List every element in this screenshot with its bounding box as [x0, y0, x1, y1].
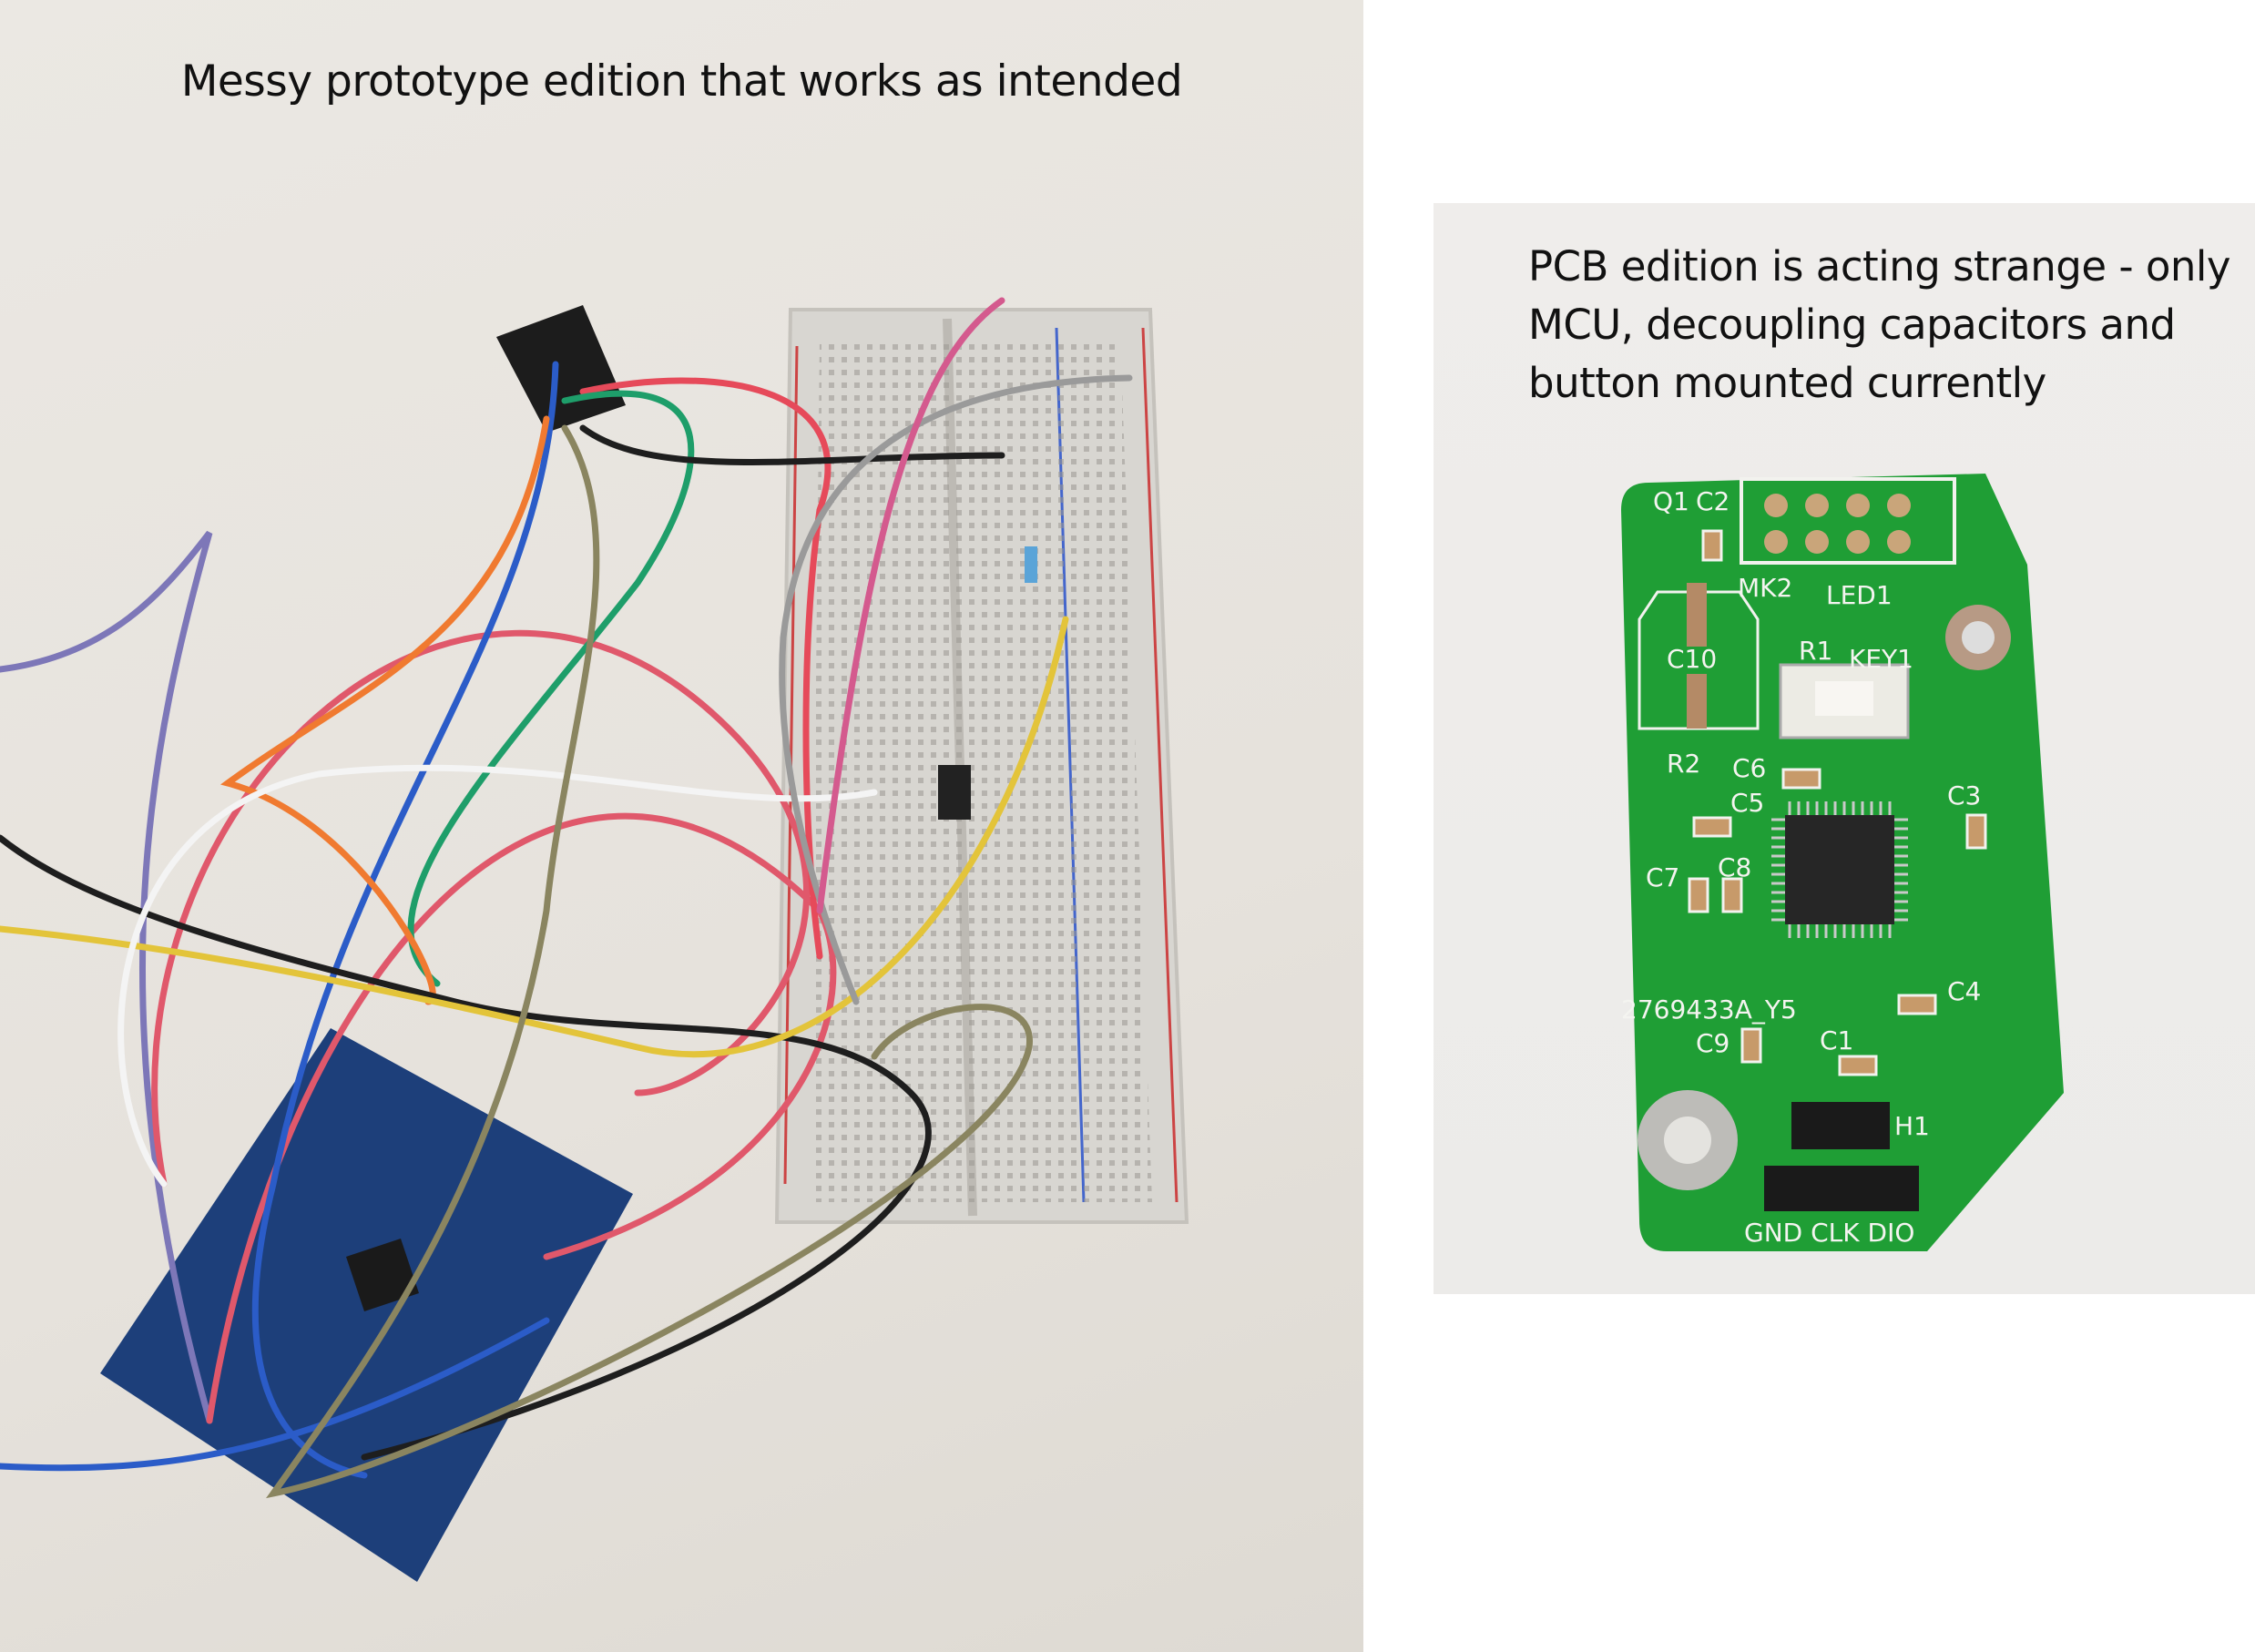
- pcb-caption-line: button mounted currently: [1528, 359, 2046, 407]
- header-h1: [1791, 1102, 1890, 1149]
- silk-h1: H1: [1894, 1111, 1930, 1141]
- prototype-photo: Messy prototype edition that works as in…: [0, 0, 1363, 1652]
- wire-olive: [266, 424, 1033, 1499]
- silk-led1: LED1: [1826, 580, 1893, 610]
- mounting-hole-bottom-inner: [1664, 1117, 1711, 1164]
- silk-c8: C8: [1718, 852, 1751, 882]
- pcb-illustration: Q1 C2 MK2 LED1 R1 KEY1 C10 R2 C6 C5 C3 C…: [1621, 474, 2064, 1251]
- mounting-hole-top-inner: [1962, 621, 1995, 654]
- wire-red-3: [579, 377, 832, 960]
- wire-orange: [220, 415, 550, 1005]
- silk-c9: C9: [1696, 1028, 1730, 1058]
- silk-pins: GND CLK DIO: [1744, 1218, 1914, 1248]
- silk-q1: Q1: [1653, 486, 1689, 516]
- silk-c2: C2: [1696, 486, 1730, 516]
- breadboard-rail-red-right: [1141, 327, 1179, 1203]
- silk-r1: R1: [1799, 636, 1832, 666]
- header-connector: [496, 305, 626, 433]
- wire-yellow: [0, 616, 1069, 1058]
- resistor: [1025, 546, 1037, 583]
- mic-pads: [1764, 494, 1911, 554]
- wire-black-2: [579, 424, 1005, 465]
- wire-pink: [816, 297, 1005, 914]
- c10-pad: [1687, 583, 1707, 647]
- mcu-pins: [1771, 801, 1908, 938]
- wire-red: [151, 629, 811, 1188]
- mcu-chip: [346, 1239, 419, 1311]
- silk-mk2: MK2: [1738, 573, 1792, 603]
- c10-outline: [1638, 590, 1760, 730]
- silk-r2: R2: [1667, 749, 1700, 779]
- silk-key1: KEY1: [1849, 644, 1913, 674]
- silk-c10: C10: [1667, 644, 1717, 674]
- wire-green: [407, 390, 695, 987]
- wire-gray: [779, 374, 1133, 1005]
- pcb-photo: PCB edition is acting strange - only MCU…: [1434, 203, 2255, 1294]
- breadboard-holes: [811, 337, 1152, 1202]
- smd-capacitors: [1688, 529, 1987, 1076]
- silk-c5: C5: [1730, 788, 1764, 818]
- header-swd: [1764, 1166, 1919, 1211]
- wire-red-2: [206, 812, 837, 1424]
- pcb-caption-line: MCU, decoupling capacitors and: [1528, 301, 2176, 349]
- pcb-caption-line: PCB edition is acting strange - only: [1528, 242, 2231, 291]
- pcb-caption: PCB edition is acting strange - only MCU…: [1528, 238, 2231, 413]
- jumper-wires: [0, 297, 1133, 1499]
- mic-footprint: [1740, 477, 1956, 565]
- silk-c3: C3: [1947, 780, 1981, 811]
- silk-c7: C7: [1646, 862, 1679, 892]
- wire-white: [117, 764, 878, 1188]
- pushbutton: [938, 765, 971, 820]
- prototype-illustration: [0, 297, 1189, 1582]
- prototype-caption: Messy prototype edition that works as in…: [180, 56, 1183, 107]
- wire-blue-2: [0, 1317, 550, 1472]
- wire-blue: [251, 361, 559, 1479]
- silk-board-id: 2769433A_Y5: [1621, 994, 1797, 1025]
- key1-actuator: [1815, 681, 1873, 716]
- c10-pad: [1687, 674, 1707, 729]
- silk-c6: C6: [1732, 753, 1766, 783]
- mcu-chip: [1785, 815, 1894, 924]
- wire-purple: [0, 530, 213, 1424]
- silk-c4: C4: [1947, 976, 1981, 1006]
- silk-c1: C1: [1820, 1025, 1853, 1055]
